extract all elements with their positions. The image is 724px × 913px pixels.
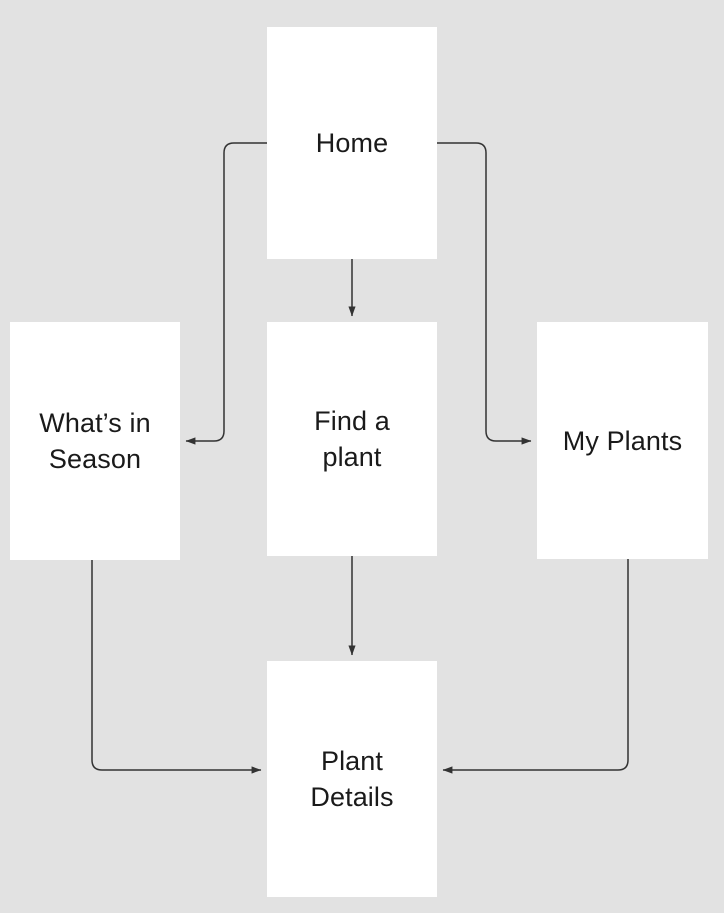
edge-season-to-details: [91, 560, 262, 774]
edge-home-to-season: [185, 142, 267, 445]
node-find-a-plant[interactable]: Find a plant: [267, 322, 437, 556]
node-my-plants-label: My Plants: [562, 425, 683, 456]
node-plant-details[interactable]: Plant Details: [267, 661, 437, 897]
node-home[interactable]: Home: [267, 27, 437, 259]
node-find-a-plant-label: Find a plant: [314, 406, 390, 472]
node-whats-in-season[interactable]: What’s in Season: [10, 322, 180, 560]
edge-myplants-to-details: [442, 559, 629, 774]
node-home-label: Home: [315, 128, 389, 158]
node-my-plants[interactable]: My Plants: [537, 322, 708, 559]
node-plant-details-label: Plant Details: [310, 746, 394, 812]
node-whats-in-season-label: What’s in Season: [39, 408, 151, 474]
edge-home-to-myplants: [437, 142, 532, 445]
